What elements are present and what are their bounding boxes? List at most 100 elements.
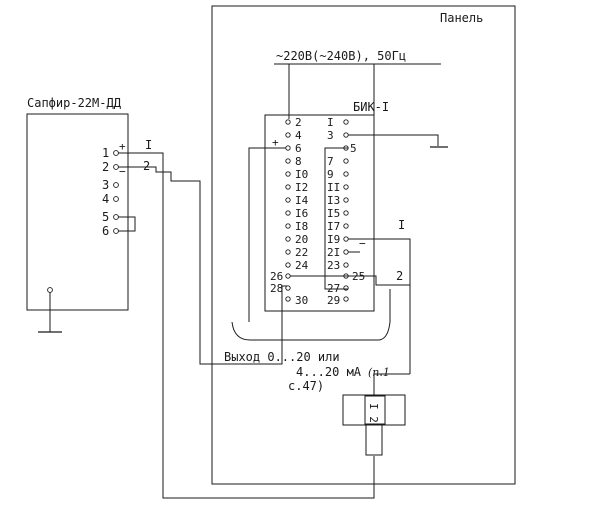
bik-pin (285, 210, 291, 216)
bik-pin (343, 158, 349, 164)
bik-plus-sign: + (272, 136, 279, 149)
indicator-marks: I 2 (367, 403, 380, 423)
bik-pin (285, 158, 291, 164)
bik-pin (343, 249, 349, 255)
bik-line2-wire (290, 275, 410, 286)
sapfir-terminal-label: 6 (102, 224, 109, 238)
bik-pin (343, 210, 349, 216)
output-label-line1: Выход 0...20 или (224, 350, 340, 364)
output-label-line3: с.47) (288, 379, 324, 393)
sapfir-jumper-5-6 (118, 216, 136, 232)
sapfir-pin (113, 150, 119, 156)
bik-pin-label: 30 (295, 294, 308, 307)
bik-pin-label: 20 (295, 233, 308, 246)
bik-pin (285, 145, 291, 151)
bik-pin-label: 3 (327, 129, 334, 142)
wire-line-2-label: 2 (143, 159, 150, 173)
bik-pin-label: 22 (295, 246, 308, 259)
sapfir-body (26, 113, 129, 311)
bik-pin (343, 132, 349, 138)
bik-pin (343, 184, 349, 190)
bik-pin (285, 171, 291, 177)
bik-pin (343, 285, 349, 291)
bik-pin (285, 285, 291, 291)
panel-label: Панель (440, 11, 483, 25)
bik-pin (285, 262, 291, 268)
bik-line1-label: I (398, 218, 405, 232)
bik-pin (343, 236, 349, 242)
bik-pin-label: I5 (327, 207, 340, 220)
bik-pin (285, 119, 291, 125)
bik-minus-sign: − (359, 237, 366, 250)
bik-line1-wire (348, 238, 411, 374)
sapfir-pin (113, 228, 119, 234)
bik-pin-label: 8 (295, 155, 302, 168)
bik-pin (285, 249, 291, 255)
bik-pin-label: 29 (327, 294, 340, 307)
bik-pin-label: I7 (327, 220, 340, 233)
bik-pin-label: 26 (270, 270, 283, 283)
indicator-wire (373, 373, 410, 395)
sapfir-terminal-label: 2 (102, 160, 109, 174)
sapfir-terminal-label: 3 (102, 178, 109, 192)
bik-pin-label: I (327, 116, 334, 129)
bik-pin-label: I3 (327, 194, 340, 207)
bik-pin (343, 223, 349, 229)
bik-pin (343, 197, 349, 203)
bik-pin-label: I9 (327, 233, 340, 246)
output-label-note: (п.1 (368, 366, 390, 379)
sapfir-minus-sign: − (119, 165, 126, 178)
sapfir-terminal-label: 5 (102, 210, 109, 224)
bik-pin (343, 119, 349, 125)
bik-pin-label: I6 (295, 207, 308, 220)
wire-line-2 (118, 166, 287, 365)
sapfir-pin (113, 164, 119, 170)
indicator-base (365, 424, 383, 456)
wire-line-1 (118, 152, 375, 499)
bik-pin (343, 262, 349, 268)
bik-pin-label: I2 (295, 181, 308, 194)
bik-pin-label: 6 (295, 142, 302, 155)
bik-pin (285, 296, 291, 302)
bik-output-plus-wire (248, 147, 286, 322)
bik-pin-label: 23 (327, 259, 340, 272)
bik-pin-label: 2 (295, 116, 302, 129)
bik-pin (285, 184, 291, 190)
indicator-connector (364, 395, 386, 425)
power-label: ~220В(~240В), 50Гц (276, 49, 406, 63)
bik-pin (343, 296, 349, 302)
panel-frame (211, 5, 516, 485)
bik-pin-label: 7 (327, 155, 334, 168)
bik-pin-label: 9 (327, 168, 334, 181)
sapfir-pin (113, 196, 119, 202)
bik-pin (285, 197, 291, 203)
bik-pin-label: 5 (350, 142, 357, 155)
sapfir-plus-sign: + (119, 140, 126, 153)
bik-pin-label: I0 (295, 168, 308, 181)
sapfir-pin (113, 182, 119, 188)
output-bracket (231, 321, 391, 341)
bik-pin (343, 171, 349, 177)
sapfir-terminal-label: 1 (102, 146, 109, 160)
wire-line-1-label: I (145, 138, 152, 152)
bik-left-pins: 2 4 6 8 I0 I2 I4 I6 I8 20 22 24 26 28 30 (270, 116, 309, 307)
bik-pin-label: I4 (295, 194, 309, 207)
bik-pin (285, 236, 291, 242)
sapfir-pin (113, 214, 119, 220)
bik-line2-label: 2 (396, 269, 403, 283)
output-label-line2: 4...20 мА (296, 365, 362, 379)
bik-pin-label: 4 (295, 129, 302, 142)
bik-pin (285, 273, 291, 279)
bik-body (264, 114, 375, 312)
sapfir-terminal-label: 4 (102, 192, 109, 206)
bik-pin (285, 223, 291, 229)
bik-pin-label: 2I (327, 246, 340, 259)
bik-pin-label: 24 (295, 259, 309, 272)
bik-right-pins: I 3 5 7 9 II I3 I5 I7 I9 2I 23 25 27 29 (327, 116, 365, 307)
bik-pin-label: I8 (295, 220, 308, 233)
sapfir-ground-pin (47, 287, 53, 293)
sapfir-terminals: 1 2 3 4 5 6 (102, 146, 119, 238)
bik-ground-wire (348, 134, 439, 146)
bik-pin-label: 28 (270, 282, 283, 295)
